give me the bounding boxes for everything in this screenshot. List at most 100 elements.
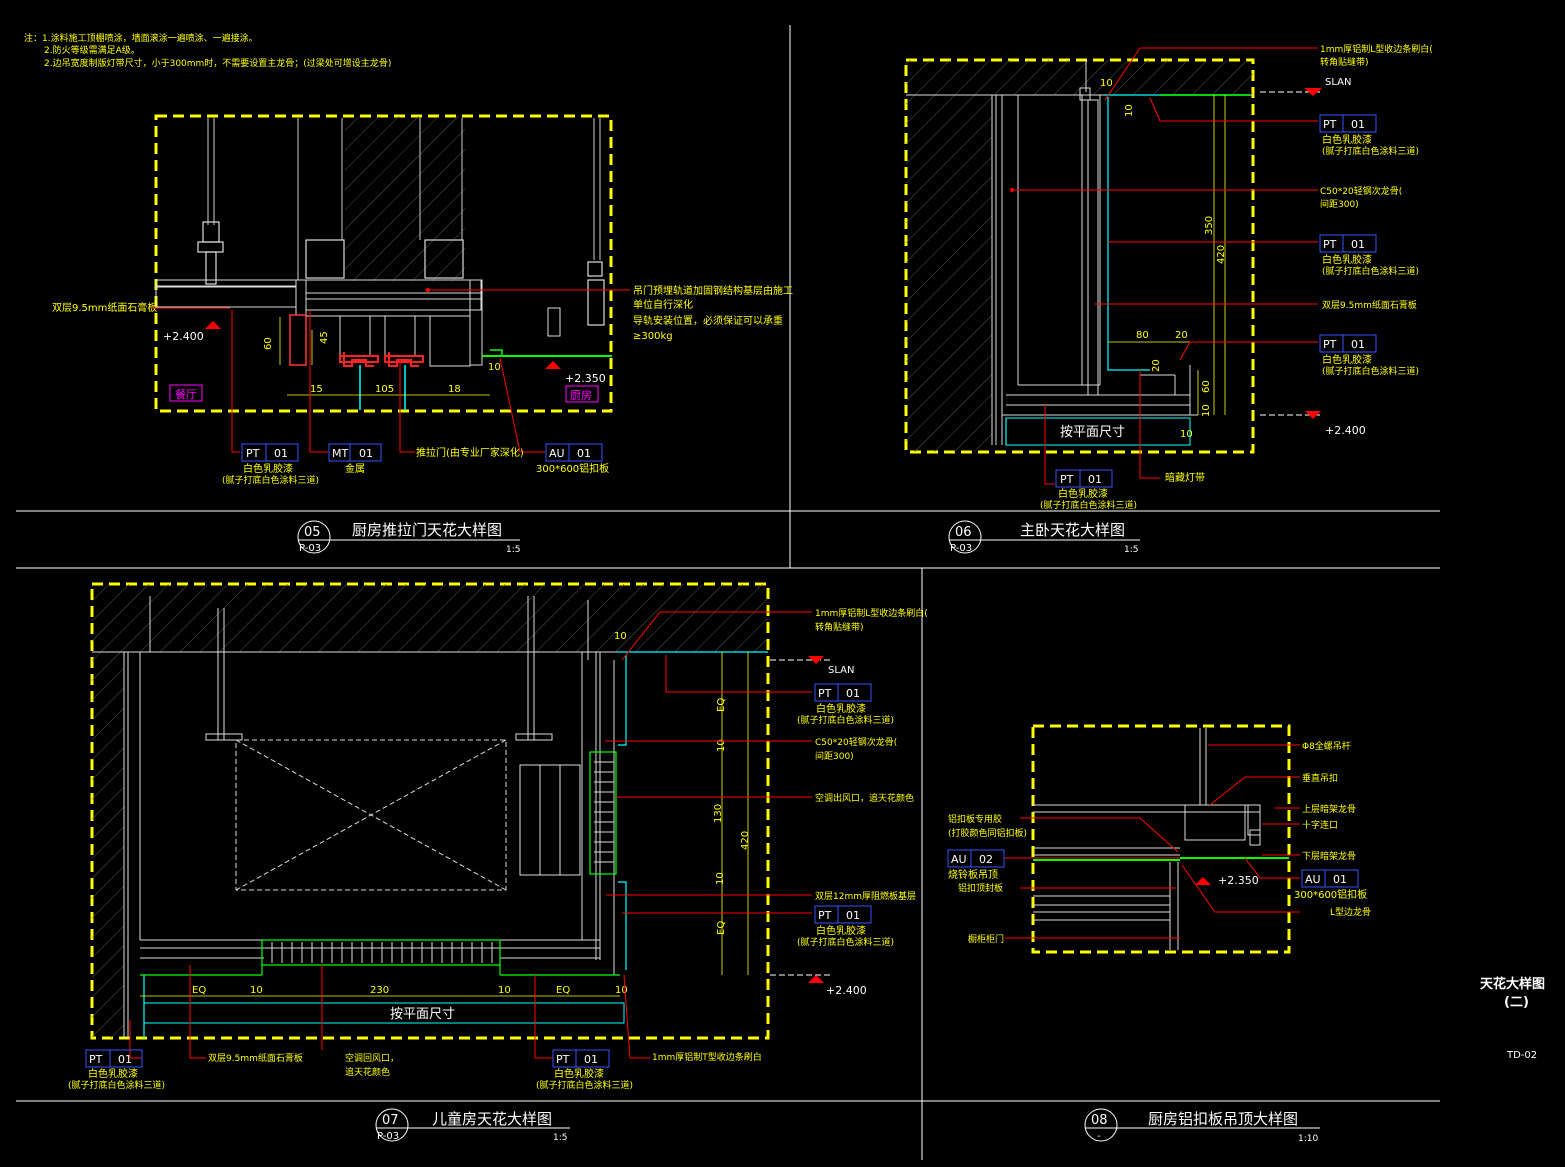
label-sliding-door: 推拉门(由专业厂家深化) <box>416 446 524 459</box>
svg-text:(腻子打底白色涂料三道): (腻子打底白色涂料三道) <box>536 1079 633 1091</box>
plan-dim-07: 按平面尺寸 <box>390 1007 455 1022</box>
sheet-code: TD-02 <box>1506 1050 1537 1061</box>
dim-10t: 10 <box>614 631 627 642</box>
svg-text:01: 01 <box>1351 238 1365 251</box>
tag-au02-d08: AU 02 烧铃板吊顶 <box>947 849 1005 881</box>
label-l-keel: L型边龙骨 <box>1330 906 1371 918</box>
svg-text:01: 01 <box>359 447 373 460</box>
svg-text:PT: PT <box>818 687 832 700</box>
label-return-1: 空调回风口， <box>345 1052 399 1064</box>
svg-text:(腻子打底白色涂料三道): (腻子打底白色涂料三道) <box>1322 145 1419 157</box>
dim-60: 60 <box>263 337 274 350</box>
title-block-05: 05 P-03 厨房推拉门天花大样图 1:5 <box>297 520 520 555</box>
svg-text:(腻子打底白色涂料三道): (腻子打底白色涂料三道) <box>797 714 894 726</box>
label-slan-07: SLAN <box>828 665 854 676</box>
svg-text:01: 01 <box>118 1053 132 1066</box>
title-06: 主卧天花大样图 <box>1020 521 1125 539</box>
dim-10: 10 <box>488 362 501 373</box>
svg-text:白色乳胶漆: 白色乳胶漆 <box>554 1067 604 1080</box>
label-keel-07-2: 间距300) <box>815 750 854 762</box>
svg-text:白色乳胶漆: 白色乳胶漆 <box>1322 253 1372 266</box>
note-line-3: 2.边吊宽度制版灯带尺寸，小于300mm时，不需要设置主龙骨；(过梁处可增设主龙… <box>44 57 391 69</box>
svg-text:300*600铝扣板: 300*600铝扣板 <box>536 462 609 475</box>
label-glue-1: 铝扣板专用胶 <box>948 813 1002 825</box>
label-slan: SLAN <box>1325 77 1351 88</box>
dim-eq-2: EQ <box>716 921 727 935</box>
label-top-trim-07-1: 1mm厚铝制L型收边条刷白( <box>815 607 928 619</box>
title-block-08: 08 - 厨房铝扣板吊顶大样图 1:10 <box>1084 1108 1320 1144</box>
label-seal: 铝扣顶封板 <box>958 882 1003 894</box>
sheet-title-2: (二) <box>1504 995 1529 1010</box>
label-hidden-light: 暗藏灯带 <box>1165 471 1205 484</box>
svg-text:-: - <box>1097 1131 1101 1142</box>
svg-text:01: 01 <box>1351 118 1365 131</box>
svg-text:(腻子打底白色涂料三道): (腻子打底白色涂料三道) <box>797 936 894 948</box>
level-06: +2.400 <box>1325 424 1366 437</box>
label-keel-2: 间距300) <box>1320 198 1359 210</box>
svg-text:PT: PT <box>89 1053 103 1066</box>
svg-text:AU: AU <box>549 447 565 460</box>
label-glue-2: (打胶颜色同铝扣板) <box>948 827 1027 839</box>
dim-10d: 10 <box>498 985 511 996</box>
label-ac-outlet: 空调出风口，追天花颜色 <box>815 792 914 804</box>
label-upper-keel: 上层暗架龙骨 <box>1302 803 1356 815</box>
svg-text:白色乳胶漆: 白色乳胶漆 <box>1058 487 1108 500</box>
svg-text:白色乳胶漆: 白色乳胶漆 <box>816 924 866 937</box>
dim-10a: 10 <box>716 739 727 752</box>
tag-au01-d05: AU 01 300*600铝扣板 <box>536 443 609 475</box>
svg-text:P-03: P-03 <box>950 543 972 554</box>
label-hanger: 垂直吊扣 <box>1302 772 1338 784</box>
tag-pt01-d06-3: PT 01 白色乳胶漆 (腻子打底白色涂料三道) <box>1319 334 1419 377</box>
svg-text:1:5: 1:5 <box>1124 545 1138 555</box>
tag-pt01-d06-2: PT 01 白色乳胶漆 (腻子打底白色涂料三道) <box>1319 234 1419 277</box>
dim-15: 15 <box>310 384 323 395</box>
sheet-title: 天花大样图 (二) TD-02 <box>1480 976 1545 1061</box>
svg-text:01: 01 <box>1351 338 1365 351</box>
svg-text:PT: PT <box>556 1053 570 1066</box>
svg-text:白色乳胶漆: 白色乳胶漆 <box>1322 353 1372 366</box>
svg-text:06: 06 <box>955 525 972 540</box>
svg-text:1:5: 1:5 <box>553 1133 567 1143</box>
svg-text:PT: PT <box>818 909 832 922</box>
svg-text:01: 01 <box>1333 873 1347 886</box>
dim-230: 230 <box>370 985 389 996</box>
title-08: 厨房铝扣板吊顶大样图 <box>1148 1110 1298 1128</box>
svg-text:01: 01 <box>584 1053 598 1066</box>
svg-text:01: 01 <box>577 447 591 460</box>
detail-06: 10 10 350 420 80 20 20 60 10 10 1mm厚铝制L型… <box>904 43 1433 511</box>
label-lower-keel: 下层暗架龙骨 <box>1302 850 1356 862</box>
svg-text:白色乳胶漆: 白色乳胶漆 <box>88 1067 138 1080</box>
dim-10e: 10 <box>615 985 628 996</box>
svg-text:(腻子打底白色涂料三道): (腻子打底白色涂料三道) <box>68 1079 165 1091</box>
label-gypsum: 双层9.5mm纸面石膏板 <box>1322 299 1417 311</box>
dim-20a: 20 <box>1175 330 1188 341</box>
svg-text:≥300kg: ≥300kg <box>633 331 673 342</box>
general-notes: 注：1.涂料施工顶棚喷涂，墙面滚涂一遍喷涂、一遍接涂。 2.防火等级需满足A级。… <box>24 32 391 69</box>
dim-105: 105 <box>375 384 394 395</box>
svg-text:(腻子打底白色涂料三道): (腻子打底白色涂料三道) <box>1040 499 1137 511</box>
title-05: 厨房推拉门天花大样图 <box>352 521 502 539</box>
level-08: +2.350 <box>1218 874 1259 887</box>
label-gypsum-07: 双层9.5mm纸面石膏板 <box>208 1052 303 1064</box>
svg-text:02: 02 <box>979 853 993 866</box>
tag-pt01-d07-2: PT 01 白色乳胶漆 (腻子打底白色涂料三道) <box>797 905 894 948</box>
svg-text:AU: AU <box>951 853 967 866</box>
svg-text:05: 05 <box>304 525 321 540</box>
svg-text:08: 08 <box>1091 1113 1108 1128</box>
svg-text:P-03: P-03 <box>299 543 321 554</box>
room-kitchen: 厨房 <box>570 389 592 402</box>
dim-10d: 10 <box>1180 429 1193 440</box>
svg-text:烧铃板吊顶: 烧铃板吊顶 <box>948 868 998 881</box>
svg-text:导轨安装位置，必须保证可以承重: 导轨安装位置，必须保证可以承重 <box>633 314 783 327</box>
tag-au01-d08: AU 01 300*600铝扣板 <box>1294 869 1367 901</box>
note-line-2: 2.防火等级需满足A级。 <box>44 44 140 56</box>
tag-pt01-d06-bottom: PT 01 白色乳胶漆 (腻子打底白色涂料三道) <box>1040 469 1137 511</box>
svg-text:PT: PT <box>246 447 260 460</box>
dim-45: 45 <box>319 331 330 344</box>
label-board-base: 双层12mm厚阻燃板基层 <box>815 890 916 902</box>
tag-pt01-d07-right: PT 01 白色乳胶漆 (腻子打底白色涂料三道) <box>536 1049 633 1091</box>
label-rod: Φ8全螺吊杆 <box>1302 740 1351 752</box>
svg-text:01: 01 <box>1088 473 1102 486</box>
dim-130: 130 <box>713 804 724 823</box>
